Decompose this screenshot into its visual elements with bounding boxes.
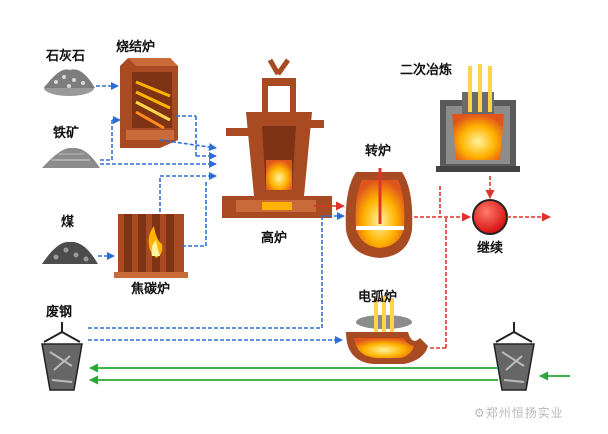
blue-flow-lines xyxy=(88,82,345,344)
secondary-refining-icon xyxy=(436,64,520,172)
sinter-label: 烧结炉 xyxy=(116,40,156,55)
secondary-refining-label: 二次冶炼 xyxy=(400,63,453,78)
converter-icon xyxy=(345,168,413,258)
coal-pile-icon xyxy=(42,241,98,264)
limestone-pile-icon xyxy=(44,69,95,96)
continuous-casting-label: 继续 xyxy=(477,241,504,256)
green-flow-lines xyxy=(89,363,570,385)
scrap-label: 废钢 xyxy=(46,305,73,320)
continuous-casting-icon xyxy=(472,199,508,235)
red-flow-lines xyxy=(314,176,551,349)
blast-furnace-label: 高炉 xyxy=(261,231,288,246)
coal-label: 煤 xyxy=(61,215,75,230)
coke-oven-icon xyxy=(114,214,188,278)
iron-ore-label: 铁矿 xyxy=(53,126,80,141)
limestone-label: 石灰石 xyxy=(46,49,86,64)
scrap-bucket-right-icon xyxy=(493,322,535,391)
eaf-label: 电弧炉 xyxy=(358,290,398,305)
coke-oven-label: 焦碳炉 xyxy=(131,282,171,297)
iron-ore-pile-icon xyxy=(42,147,100,168)
electric-arc-furnace-icon xyxy=(346,296,428,364)
scrap-bucket-left-icon xyxy=(41,322,83,391)
converter-label: 转炉 xyxy=(365,144,392,159)
watermark: ⚙郑州恒扬实业 xyxy=(474,406,564,420)
blast-furnace-icon xyxy=(222,58,332,218)
sinter-plant-icon xyxy=(120,58,178,148)
